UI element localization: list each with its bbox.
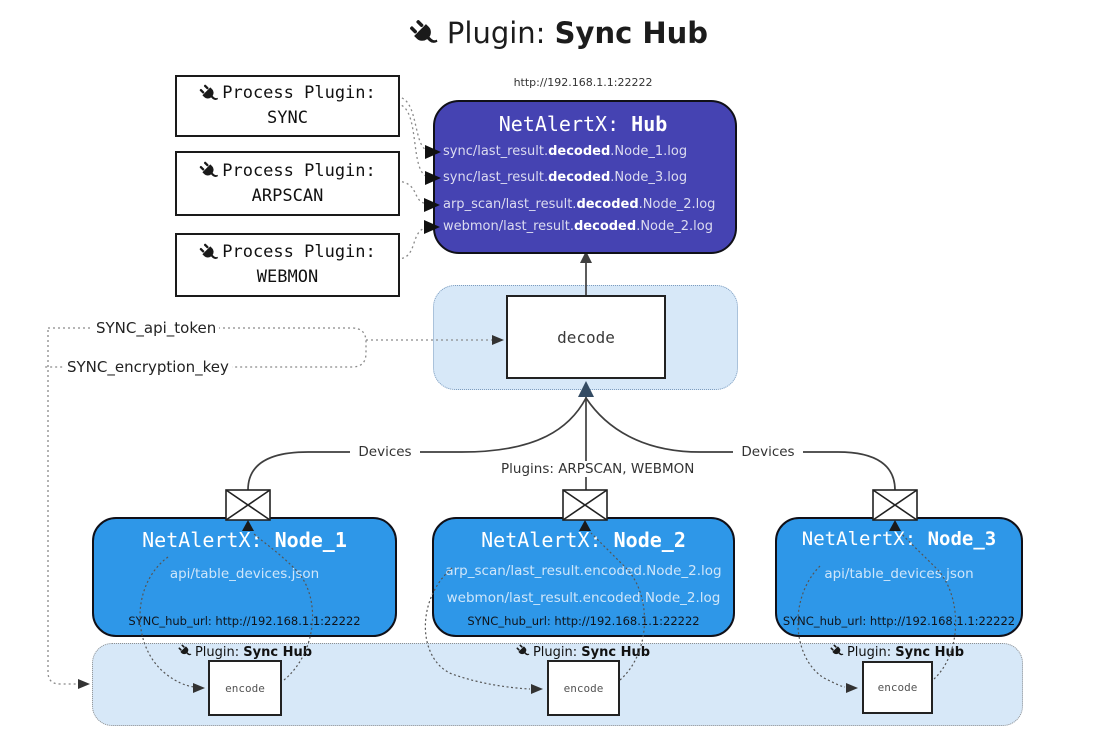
process-plugin-sync: Process Plugin: SYNC xyxy=(175,75,400,137)
hub-log-line: arp_scan/last_result.decoded.Node_2.log xyxy=(443,197,716,212)
process-plugin-label: Process Plugin: xyxy=(222,160,376,181)
node-file: api/table_devices.json xyxy=(169,566,320,582)
diagram-title: Plugin: Sync Hub xyxy=(0,16,1117,50)
process-plugin-name: SYNC xyxy=(267,108,308,128)
envelope-icon xyxy=(872,489,918,521)
node-file: api/table_devices.json xyxy=(824,566,974,582)
hub-log-line: sync/last_result.decoded.Node_1.log xyxy=(443,144,688,159)
decode-box: decode xyxy=(506,295,666,379)
hub-box xyxy=(433,100,737,254)
plugins-label-center: Plugins: ARPSCAN, WEBMON xyxy=(498,461,694,477)
node-3-box: NetAlertX: Node_3 api/table_devices.json… xyxy=(775,517,1023,637)
process-plugin-webmon: Process Plugin: WEBMON xyxy=(175,233,400,297)
plug-icon xyxy=(409,19,439,49)
plug-icon xyxy=(199,243,219,263)
process-plugin-label: Process Plugin: xyxy=(222,242,376,262)
process-plugin-arpscan: Process Plugin: ARPSCAN xyxy=(175,151,400,216)
encode-plugin-label: Plugin: Sync Hub xyxy=(802,644,992,660)
node-file: arp_scan/last_result.encoded.Node_2.log xyxy=(445,563,722,579)
plugin-to-hub-connectors xyxy=(396,96,431,260)
hub-url-label: http://192.168.1.1:22222 xyxy=(513,76,653,89)
decode-label: decode xyxy=(557,327,615,347)
encode-box: encode xyxy=(208,660,282,716)
node-title: NetAlertX: Node_1 xyxy=(142,528,347,552)
process-plugin-name: WEBMON xyxy=(256,267,319,287)
encode-label: encode xyxy=(225,681,265,695)
hub-title-bold: Hub xyxy=(631,112,668,136)
node-title: NetAlertX: Node_2 xyxy=(481,528,686,552)
node-file: webmon/last_result.encoded.Node_2.log xyxy=(446,590,721,606)
process-plugin-label: Process Plugin: xyxy=(222,83,376,103)
title-bold: Sync Hub xyxy=(554,16,709,50)
title-label: Plugin: xyxy=(446,16,546,50)
plug-icon xyxy=(199,161,219,181)
hub-title-prefix: NetAlertX: xyxy=(498,112,620,136)
sync-api-token-label: SYNC_api_token xyxy=(93,319,220,337)
node-1-box: NetAlertX: Node_1 api/table_devices.json… xyxy=(92,517,397,637)
encode-box: encode xyxy=(547,660,620,716)
plug-icon xyxy=(830,644,844,658)
devices-label-right: Devices xyxy=(733,444,803,460)
hub-title: NetAlertX: Hub xyxy=(433,112,733,136)
plug-icon xyxy=(199,84,219,104)
encode-plugin-label: Plugin: Sync Hub xyxy=(150,644,340,660)
node-hub-url: SYNC_hub_url: http://192.168.1.1:22222 xyxy=(128,614,361,628)
encode-label: encode xyxy=(563,681,604,695)
sync-encryption-key-label: SYNC_encryption_key xyxy=(64,358,232,376)
node-2-box: NetAlertX: Node_2 arp_scan/last_result.e… xyxy=(432,517,735,637)
hub-log-line: sync/last_result.decoded.Node_3.log xyxy=(443,170,688,185)
envelope-icon xyxy=(225,489,271,521)
node-hub-url: SYNC_hub_url: http://192.168.1.1:22222 xyxy=(467,614,700,628)
hub-log-line: webmon/last_result.decoded.Node_2.log xyxy=(443,219,713,234)
arrowhead-into-encode-container xyxy=(78,679,90,689)
plug-icon xyxy=(178,644,192,658)
encode-plugin-label: Plugin: Sync Hub xyxy=(488,644,678,660)
node-hub-url: SYNC_hub_url: http://192.168.1.1:22222 xyxy=(782,614,1016,628)
plug-icon xyxy=(516,644,530,658)
devices-label-left: Devices xyxy=(350,444,420,460)
encode-label: encode xyxy=(877,681,918,694)
encode-box: encode xyxy=(862,661,933,714)
envelope-icon xyxy=(562,489,608,521)
node-title: NetAlertX: Node_3 xyxy=(801,528,997,550)
process-plugin-name: ARPSCAN xyxy=(251,185,324,206)
